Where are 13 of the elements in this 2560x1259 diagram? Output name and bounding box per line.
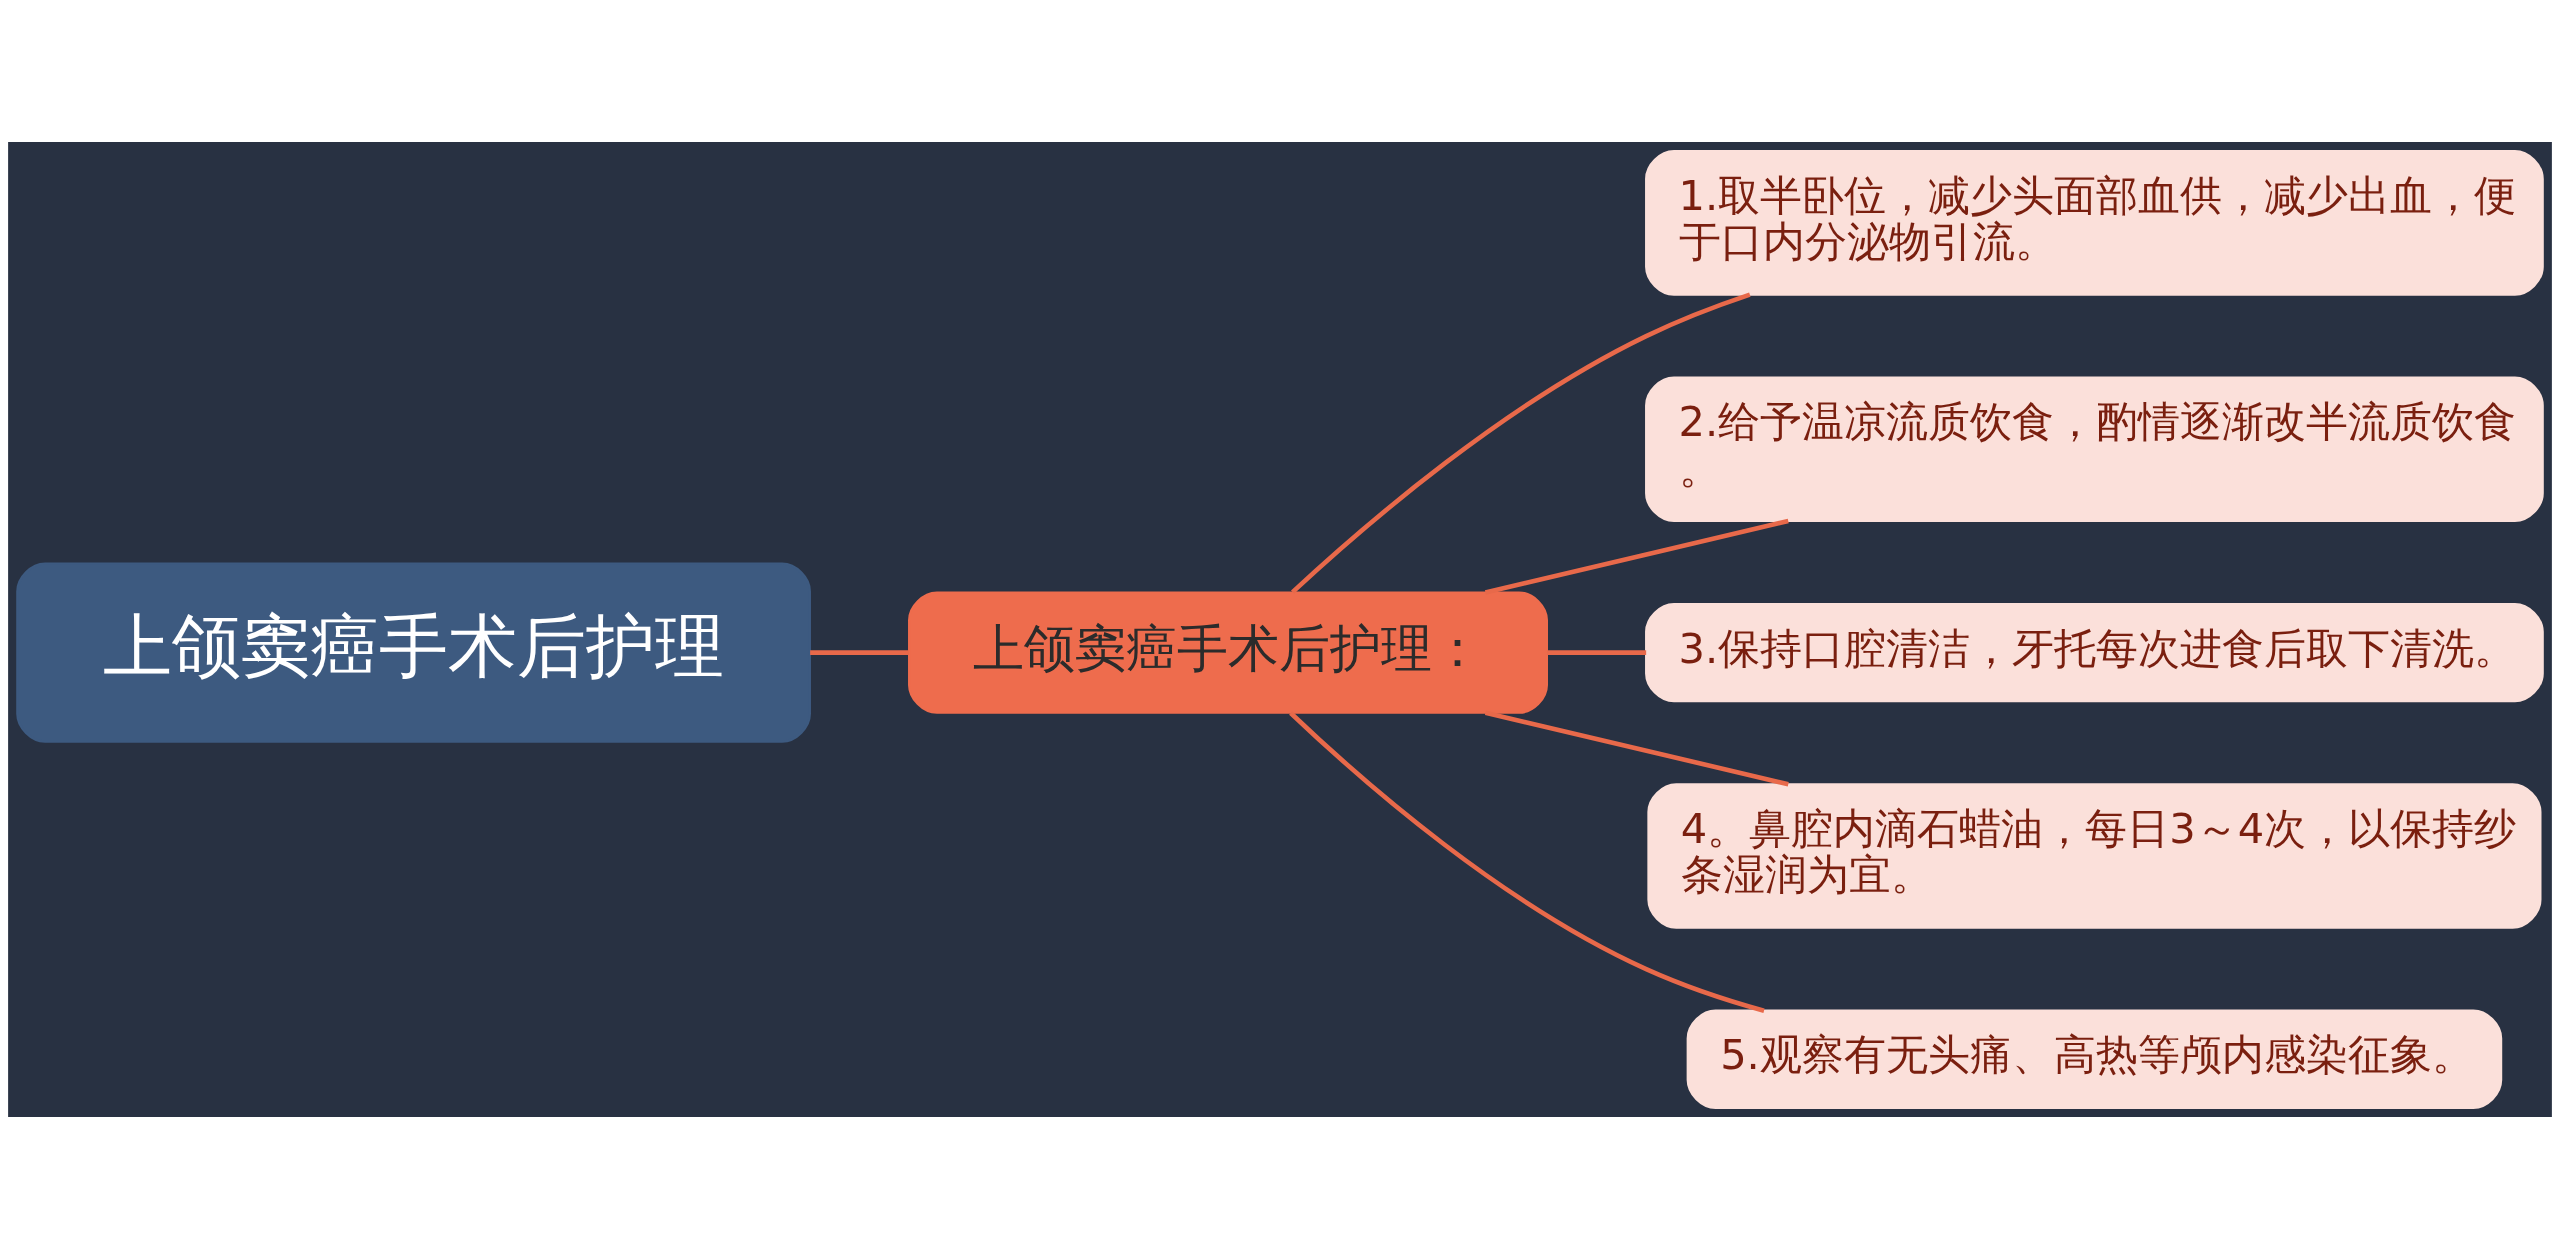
node-box: 4。鼻腔内滴石蜡油，每日3～4次，以保持纱条湿润为宜。 [1647,783,2542,929]
node-box: 上颌窦癌手术后护理 [16,562,811,743]
connector [1484,710,1789,787]
node-box: 2.给予温凉流质饮食，酌情逐渐改半流质饮食。 [1645,376,2544,523]
node-box: 上颌窦癌手术后护理： [908,591,1548,714]
connector [810,650,910,655]
node-box: 1.取半卧位，减少头面部血供，减少出血，便于口内分泌物引流。 [1645,150,2544,296]
node-box: 3.保持口腔清洁，牙托每次进食后取下清洗。 [1645,602,2544,703]
connector [1546,650,1647,655]
node-box: 5.观察有无头痛、高热等颅内感染征象。 [1686,1009,2503,1109]
connector [1289,711,1765,1013]
connector [1484,518,1789,595]
connector [1291,292,1751,594]
